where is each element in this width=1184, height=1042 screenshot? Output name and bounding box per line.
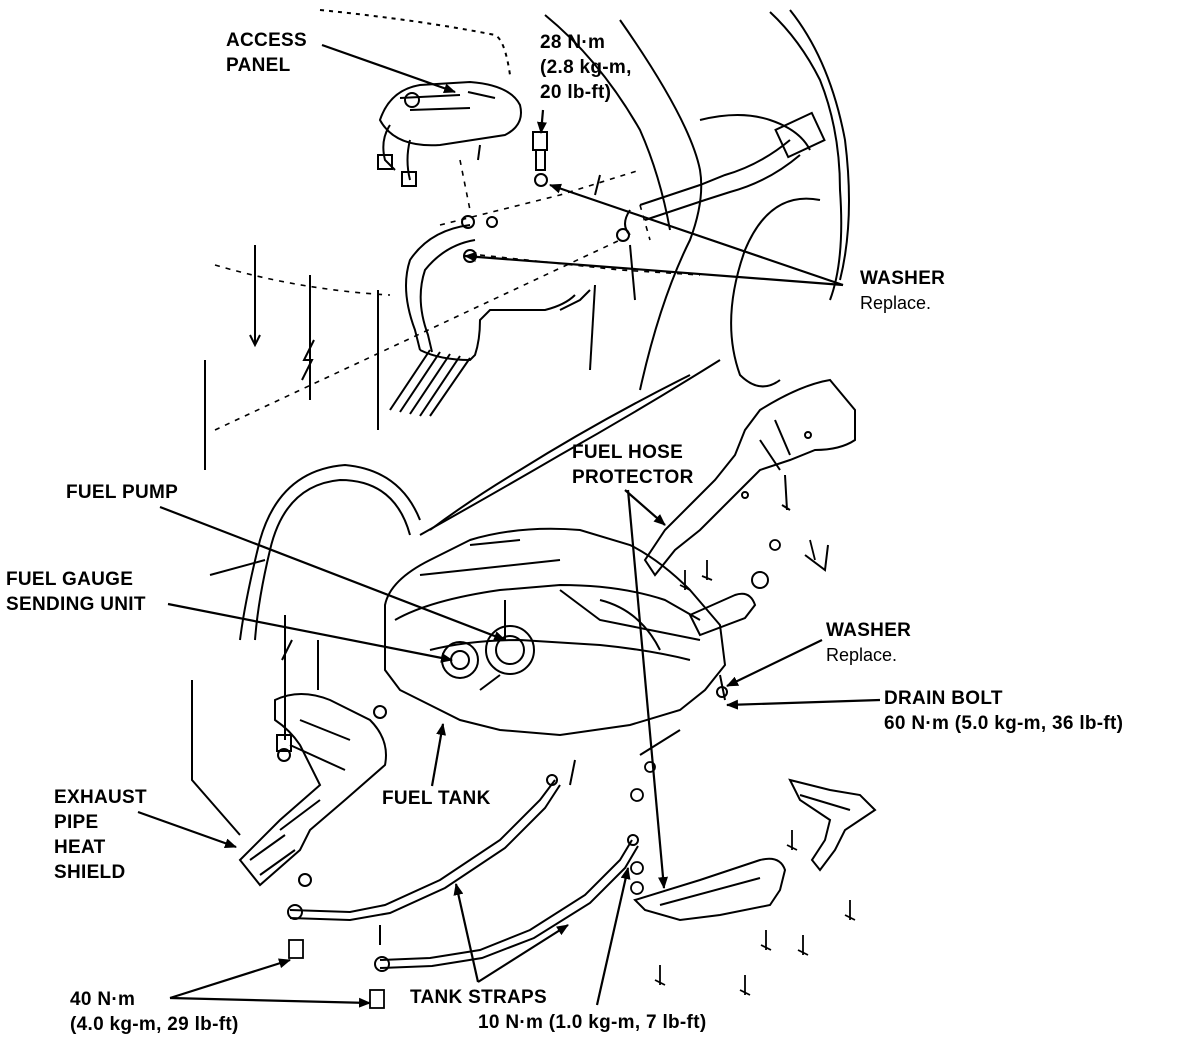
washer-right-label: WASHER Replace. xyxy=(826,620,912,665)
access-panel-label: ACCESS PANEL xyxy=(226,30,307,76)
alignment-lines xyxy=(214,159,701,431)
fuel-gauge-sending-unit-label: FUEL GAUGE SENDING UNIT xyxy=(6,569,146,615)
direction-marks xyxy=(191,244,829,945)
exhaust-heat-shield xyxy=(238,693,387,887)
torque-28-label: 28 N·m (2.8 kg-m, 20 lb-ft) xyxy=(540,32,632,103)
clips xyxy=(679,539,816,591)
fuel-lines xyxy=(389,215,630,417)
access-panel xyxy=(377,80,522,187)
exhaust-pipe-heat-shield-label: EXHAUST PIPE HEAT SHIELD xyxy=(54,787,147,883)
fuel-hose-protector xyxy=(643,378,856,577)
lower-fasteners xyxy=(288,761,856,1009)
lower-protectors xyxy=(633,778,877,922)
leader-arrows xyxy=(137,43,881,1008)
torque-40-label: 40 N·m (4.0 kg-m, 29 lb-ft) xyxy=(70,989,239,1035)
tank-straps xyxy=(287,774,639,972)
filler-hose xyxy=(688,571,769,701)
fuel-hose-protector-label: FUEL HOSE PROTECTOR xyxy=(572,442,694,488)
filler-neck xyxy=(624,111,826,236)
fuel-tank-label: FUEL TANK xyxy=(382,788,491,809)
washer-top-label: WASHER Replace. xyxy=(860,268,946,313)
torque-10-label: 10 N·m (1.0 kg-m, 7 lb-ft) xyxy=(478,1012,707,1033)
fuel-tank xyxy=(384,527,727,737)
drain-bolt-label: DRAIN BOLT 60 N·m (5.0 kg-m, 36 lb-ft) xyxy=(884,688,1124,734)
fuel-pump-label: FUEL PUMP xyxy=(66,482,179,503)
vehicle-body-outline xyxy=(209,9,850,641)
tank-straps-label: TANK STRAPS xyxy=(410,987,548,1008)
